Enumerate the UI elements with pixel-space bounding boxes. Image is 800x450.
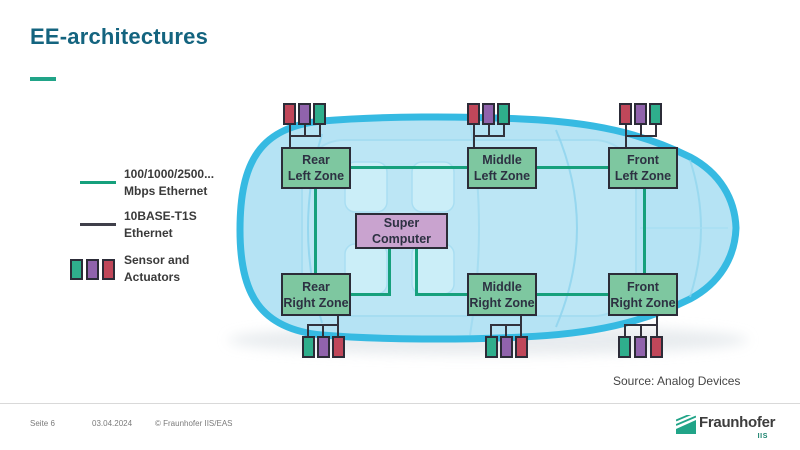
legend-sensor-swatch-red <box>102 259 115 280</box>
zone-box-front-left: Front Left Zone <box>608 147 678 189</box>
t1s-link-drop <box>520 316 522 337</box>
t1s-link-stub <box>490 325 492 337</box>
sensor-block-green <box>618 336 631 358</box>
zone-label-line2: Left Zone <box>473 169 531 183</box>
legend-label-sensors: Sensor and Actuators <box>124 252 189 286</box>
sensor-block-red <box>515 336 528 358</box>
t1s-link-stub <box>503 124 505 137</box>
zone-label-line2: Right Zone <box>469 295 535 310</box>
footer-divider <box>0 403 800 404</box>
fraunhofer-logo-icon <box>676 415 696 434</box>
sensor-block-green <box>485 336 498 358</box>
t1s-link-stub <box>640 325 642 337</box>
legend-sensor-swatch-green <box>70 259 83 280</box>
footer-copyright: © Fraunhofer IIS/EAS <box>155 419 233 428</box>
ethernet-legend-line <box>80 181 116 184</box>
sensor-block-purple <box>298 103 311 125</box>
zone-box-rear-left: Rear Left Zone <box>281 147 351 189</box>
ethernet-link-computer-rearright-horizontal <box>351 293 391 296</box>
zone-label-line2: Left Zone <box>287 169 345 183</box>
legend-label-line2: Actuators <box>124 270 181 284</box>
ethernet-link-rearleft-middleleft <box>351 166 467 169</box>
ethernet-link-computer-middleright-horizontal <box>418 293 467 296</box>
zone-label-line1: Middle <box>482 153 522 167</box>
sensor-block-purple <box>482 103 495 125</box>
computer-label-line2: Computer <box>371 232 432 246</box>
computer-label-line1: Super <box>383 216 420 230</box>
zone-box-middle-left: Middle Left Zone <box>467 147 537 189</box>
ethernet-link-computer-middleright-vertical <box>415 249 418 296</box>
zone-label-line1: Middle <box>482 279 522 294</box>
sensor-block-green <box>497 103 510 125</box>
ethernet-link-frontleft-frontright <box>643 189 646 273</box>
t1s-link-stub <box>304 124 306 137</box>
sensor-block-purple <box>634 336 647 358</box>
sensor-block-green <box>313 103 326 125</box>
zone-label-line2: Left Zone <box>614 169 672 183</box>
super-computer-box: Super Computer <box>355 213 448 249</box>
zone-label-line2: Right Zone <box>283 295 349 310</box>
seat <box>344 161 388 213</box>
seat <box>411 243 455 295</box>
fraunhofer-logo-text: Fraunhofer <box>699 414 776 431</box>
zone-label-line2: Right Zone <box>610 295 676 310</box>
sensor-block-purple <box>500 336 513 358</box>
t1s-link-stub <box>488 124 490 137</box>
ethernet-link-computer-rearright-vertical <box>388 249 391 296</box>
source-credit: Source: Analog Devices <box>613 374 741 388</box>
sensor-block-red <box>332 336 345 358</box>
t1s-link-stub <box>322 325 324 337</box>
sensor-block-red <box>283 103 296 125</box>
legend-label-line2: Ethernet <box>124 226 173 240</box>
ethernet-link-middleright-frontright <box>537 293 608 296</box>
sensor-block-red <box>619 103 632 125</box>
zone-label-line1: Rear <box>302 279 330 294</box>
zone-label-line1: Rear <box>302 153 330 167</box>
legend-label-line2: Mbps Ethernet <box>124 184 208 198</box>
sensor-block-purple <box>634 103 647 125</box>
t1s-link-drop <box>656 316 658 337</box>
legend-label-line1: 100/1000/2500... <box>124 167 215 181</box>
t1s-link-stub <box>505 325 507 337</box>
sensor-block-red <box>467 103 480 125</box>
t1s-link-stub <box>624 325 626 337</box>
zone-box-front-right: Front Right Zone <box>608 273 678 316</box>
t1s-link-stub <box>319 124 321 137</box>
footer-date: 03.04.2024 <box>92 419 133 428</box>
ethernet-link-middleleft-frontleft <box>537 166 608 169</box>
ethernet-link-rearleft-rearright <box>314 189 317 273</box>
sensor-block-green <box>302 336 315 358</box>
zone-box-rear-right: Rear Right Zone <box>281 273 351 316</box>
seat <box>411 161 455 213</box>
legend-sensor-swatch-purple <box>86 259 99 280</box>
t1s-link-stub <box>307 325 309 337</box>
sensor-block-purple <box>317 336 330 358</box>
t1s-link-stub <box>655 124 657 137</box>
footer-page-number: Seite 6 <box>30 419 55 428</box>
zone-label-line1: Front <box>627 153 659 167</box>
fraunhofer-institute-label: IIS <box>757 433 768 440</box>
page-title: EE-architectures <box>30 24 209 49</box>
sensor-block-red <box>650 336 663 358</box>
zone-label-line1: Front <box>627 279 659 294</box>
legend-label-line1: Sensor and <box>124 253 190 267</box>
t1s-link-drop <box>337 316 339 337</box>
legend-label-ethernet: 100/1000/2500... Mbps Ethernet <box>124 166 214 200</box>
legend-label-line1: 10BASE-T1S <box>124 209 197 223</box>
t1s-legend-line <box>80 223 116 226</box>
sensor-block-green <box>649 103 662 125</box>
legend-label-t1s: 10BASE-T1S Ethernet <box>124 208 197 242</box>
zone-box-middle-right: Middle Right Zone <box>467 273 537 316</box>
t1s-link-stub <box>640 124 642 137</box>
windshield-line <box>555 129 578 328</box>
title-accent-dash <box>30 77 56 81</box>
seat <box>344 243 388 295</box>
